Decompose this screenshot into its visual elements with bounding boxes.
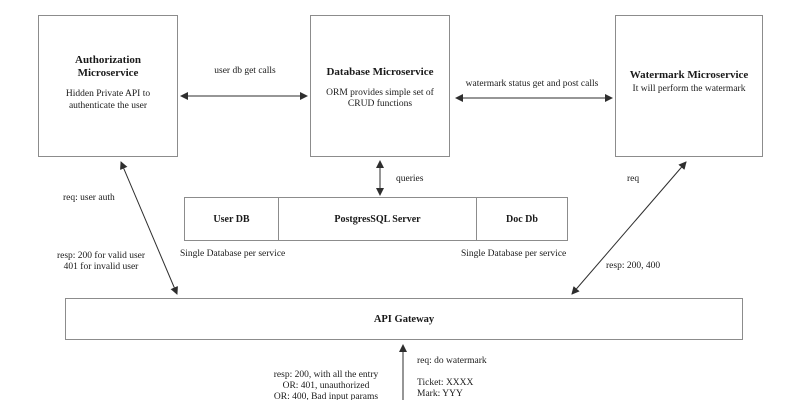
label-user-db-get-calls: user db get calls — [214, 66, 276, 76]
api-gateway-box: API Gateway — [65, 298, 743, 340]
watermark-service-title: Watermark Microservice — [629, 69, 749, 81]
label-watermark-status-calls: watermark status get and post calls — [465, 79, 599, 89]
database-service-box: Database Microservice ORM provides simpl… — [310, 15, 450, 157]
api-gateway-title: API Gateway — [373, 313, 435, 325]
watermark-service-box: Watermark Microservice It will perform t… — [615, 15, 763, 157]
watermark-service-description: It will perform the watermark — [632, 84, 746, 95]
authorization-service-title: Authorization Microservice — [75, 54, 141, 80]
note-single-database-right: Single Database per service — [461, 249, 567, 259]
database-service-title: Database Microservice — [326, 66, 434, 78]
label-req-user-auth: req: user auth — [63, 193, 115, 203]
label-watermark-resp: resp: 200, 400 — [606, 261, 661, 271]
label-resp-valid-invalid-user: resp: 200 for valid user 401 for invalid… — [56, 251, 146, 272]
arrow-auth-gateway — [120, 161, 178, 295]
label-gateway-req: req: do watermark Ticket: XXXX Mark: YYY — [417, 356, 487, 399]
database-server-row: User DB PostgresSQL Server Doc Db — [184, 197, 568, 241]
authorization-service-description: Hidden Private API to authenticate the u… — [65, 89, 151, 111]
note-single-database-left: Single Database per service — [180, 249, 286, 259]
authorization-service-box: Authorization Microservice Hidden Privat… — [38, 15, 178, 157]
database-service-description: ORM provides simple set of CRUD function… — [326, 88, 434, 110]
label-queries: queries — [396, 174, 424, 184]
doc-db-cell: Doc Db — [476, 198, 567, 240]
label-watermark-req: req — [627, 174, 640, 184]
label-gateway-resp: resp: 200, with all the entry OR: 401, u… — [273, 370, 379, 400]
user-db-cell: User DB — [213, 213, 250, 225]
postgresql-server-cell: PostgresSQL Server — [278, 198, 476, 240]
